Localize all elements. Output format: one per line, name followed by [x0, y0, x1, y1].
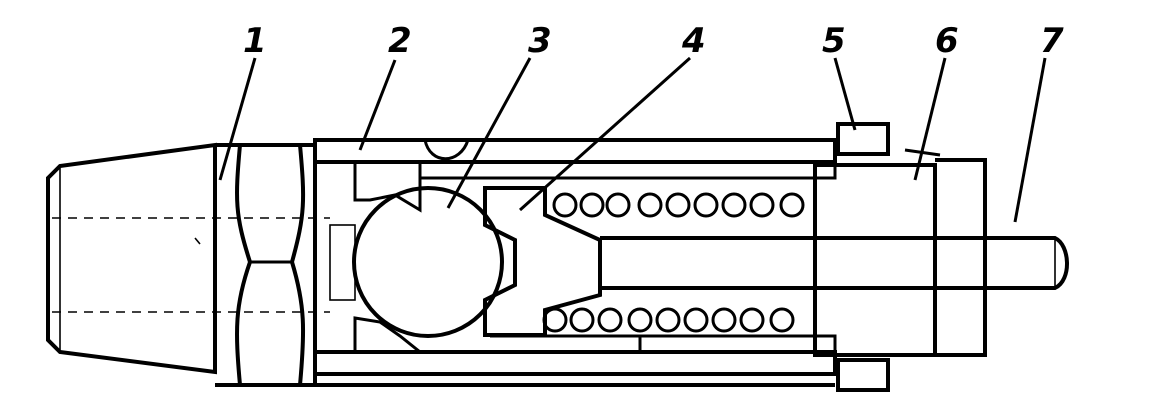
part-labels: 1 2 3 4 5 6 7 — [243, 21, 1064, 61]
label-part-4: 4 — [681, 21, 706, 61]
stem — [600, 236, 1069, 290]
end-cap — [813, 148, 987, 357]
leader-lines — [218, 56, 1047, 223]
ball — [352, 186, 504, 338]
label-part-5: 5 — [822, 21, 846, 61]
label-part-1: 1 — [243, 21, 267, 61]
label-part-7: 7 — [1040, 21, 1064, 61]
label-part-2: 2 — [388, 21, 412, 61]
label-part-3: 3 — [528, 21, 552, 61]
hex-nut — [215, 143, 317, 387]
plunger — [483, 186, 602, 337]
threaded-nozzle — [46, 142, 330, 375]
label-part-6: 6 — [935, 21, 959, 61]
lock-ring — [836, 122, 890, 392]
springs — [542, 192, 805, 333]
